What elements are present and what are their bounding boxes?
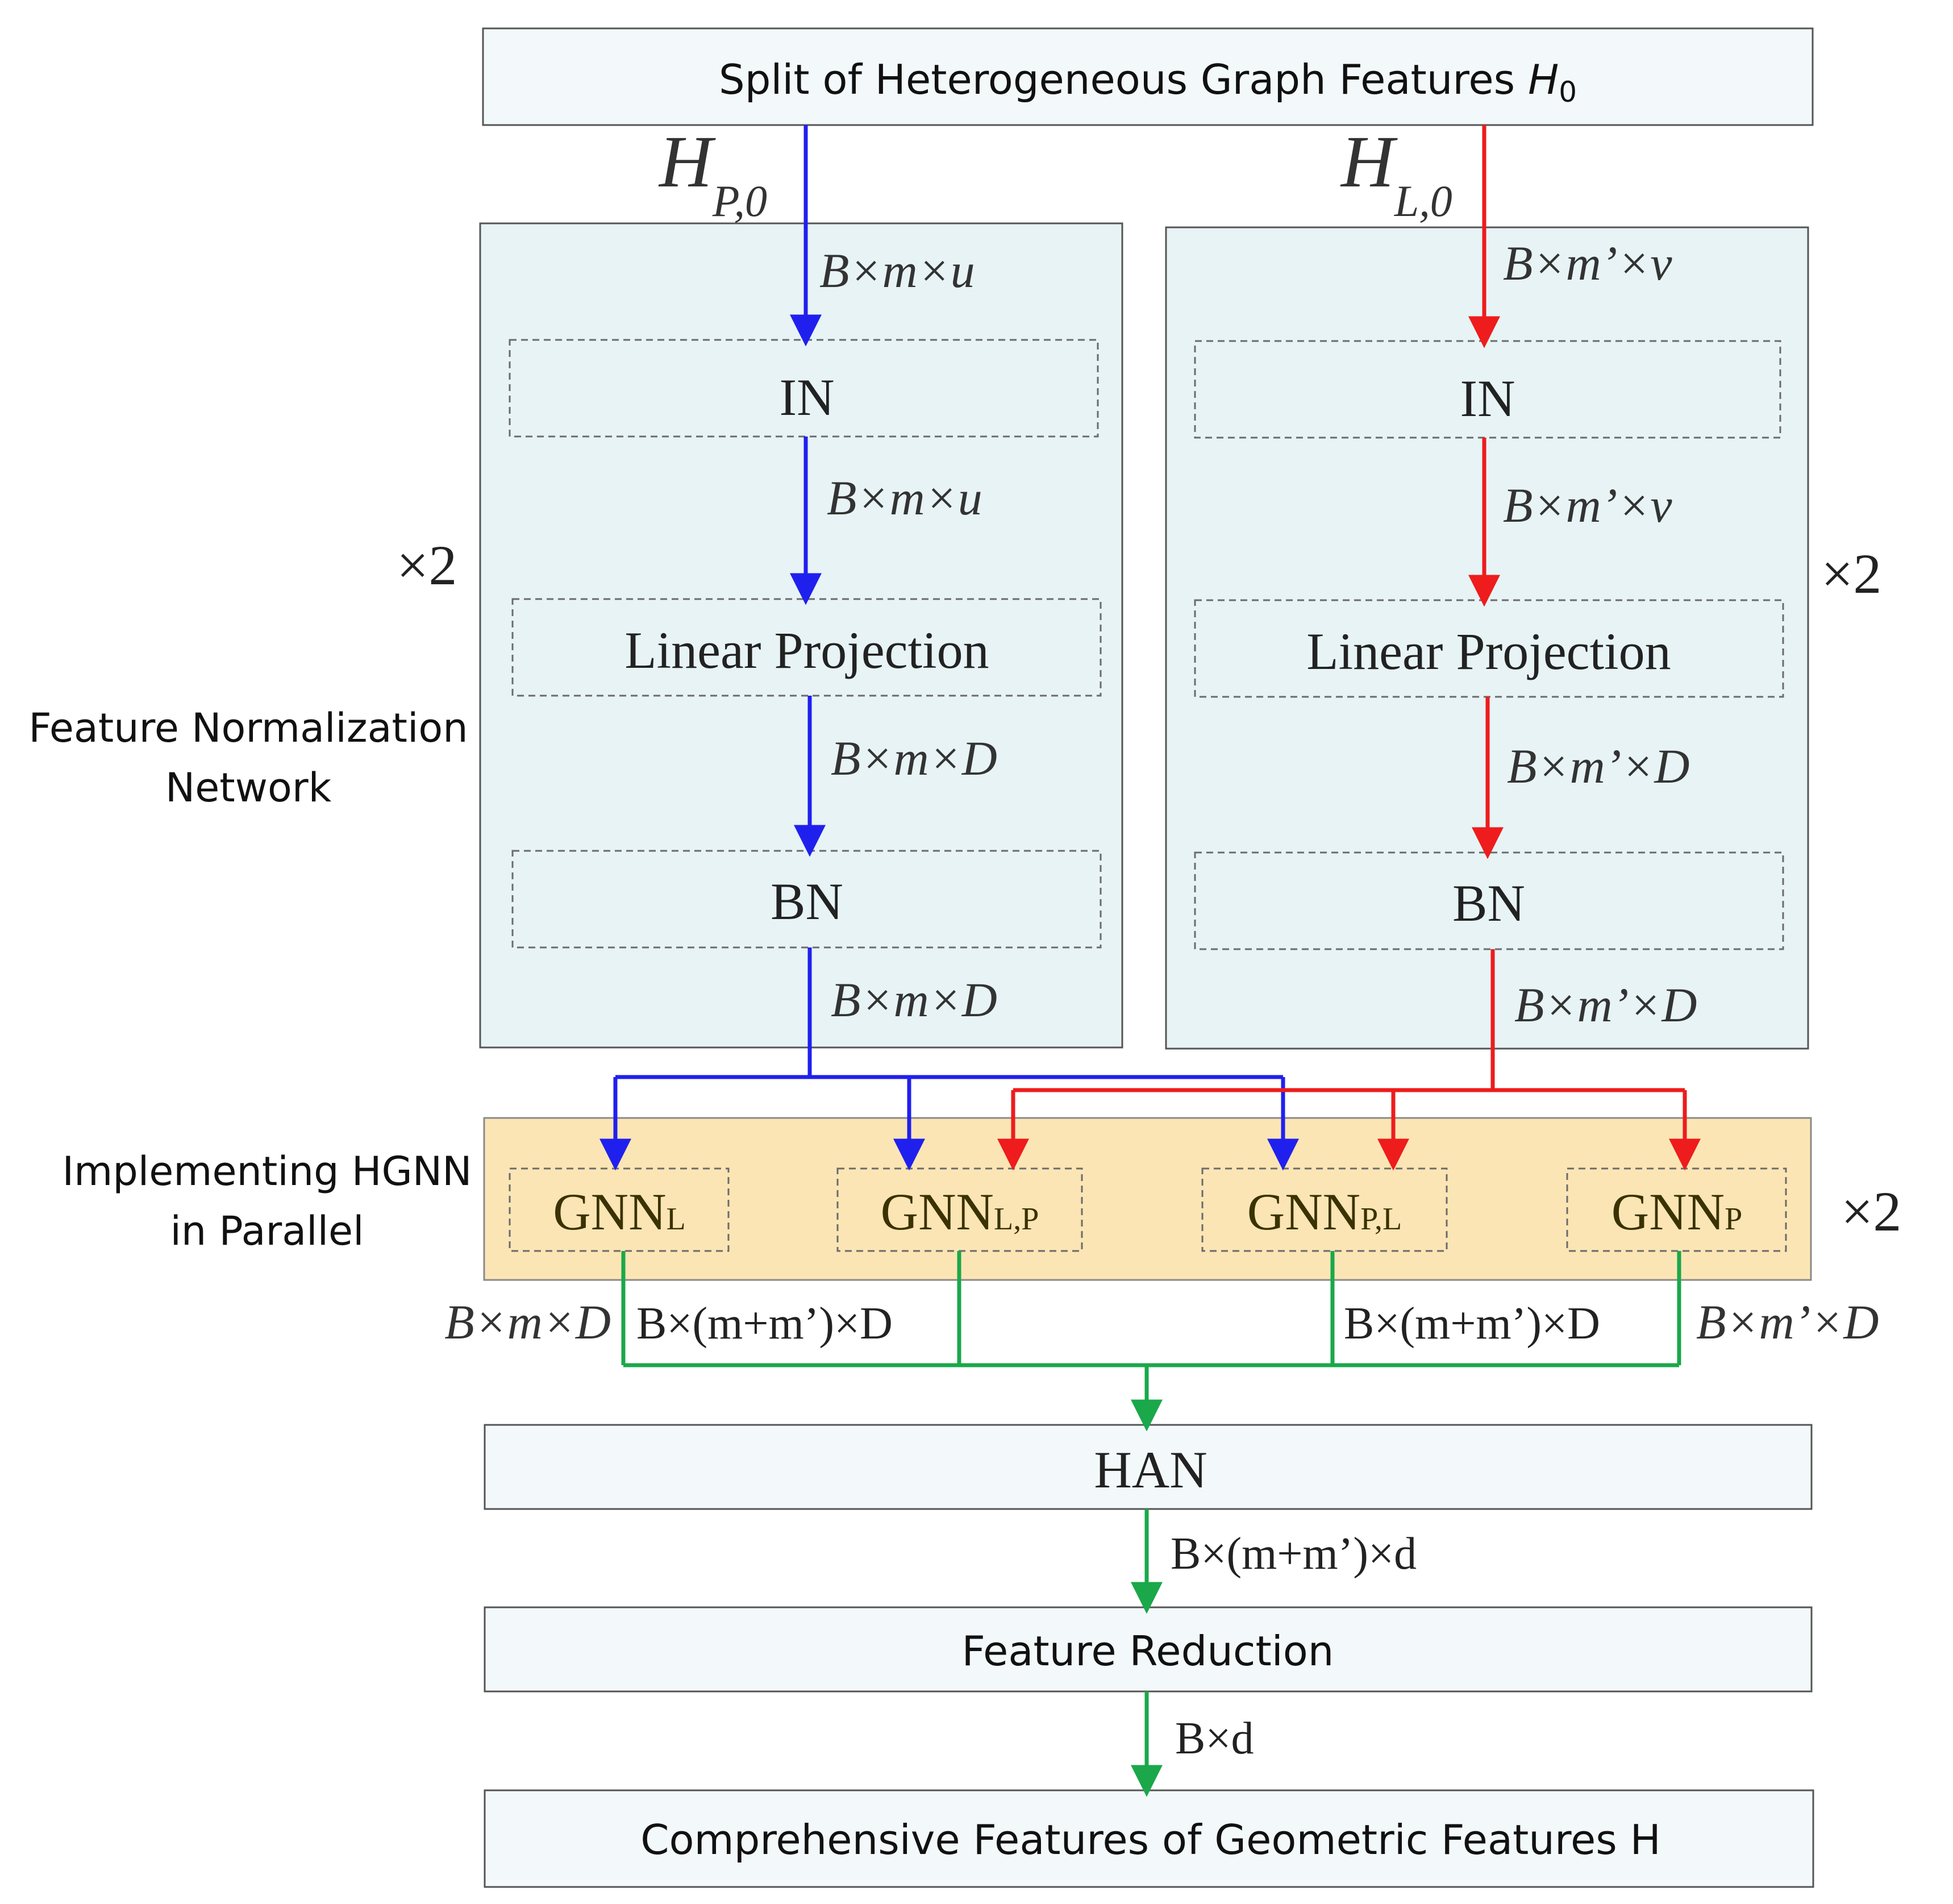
right-projection-label: Linear Projection — [1306, 622, 1671, 680]
left-repeat-label: ×2 — [397, 534, 457, 597]
gnn-pl-output-dims: B×(m+m’)×D — [1344, 1299, 1600, 1349]
right-bn-box — [1194, 851, 1784, 950]
gnn-pl-box — [1201, 1167, 1448, 1252]
gnn-l-label: GNNL — [553, 1183, 686, 1241]
feature-normalization-label-line1: Feature Normalization — [28, 705, 468, 751]
right-dims-after-projection: B×m’×D — [1507, 739, 1689, 793]
gnn-p-box — [1566, 1167, 1787, 1252]
right-repeat-label: ×2 — [1821, 542, 1881, 605]
hgnn-label-line1: Implementing HGNN — [63, 1148, 472, 1195]
gnn-pl-label: GNNP,L — [1247, 1183, 1402, 1241]
gnn-lp-label: GNNL,P — [881, 1183, 1039, 1241]
han-output-dims: B×(m+m’)×d — [1171, 1529, 1417, 1579]
left-bn-label: BN — [771, 872, 843, 930]
left-bn-box — [511, 850, 1102, 949]
gnn-p-output-dims: B×m’×D — [1696, 1295, 1879, 1349]
right-dims-in: B×m’×v — [1503, 236, 1672, 290]
left-dims-out: B×m×D — [831, 972, 997, 1027]
final-features-box — [484, 1789, 1814, 1888]
hgnn-label-line2: in Parallel — [170, 1208, 364, 1254]
feature-reduction-label: Feature Reduction — [962, 1627, 1334, 1675]
han-label: HAN — [1094, 1441, 1207, 1499]
left-projection-box — [511, 598, 1102, 697]
split-features-label: Split of Heterogeneous Graph Features H0 — [719, 56, 1577, 109]
hgnn-panel — [483, 1117, 1812, 1281]
right-dims-after-in: B×m’×v — [1503, 478, 1672, 533]
left-projection-label: Linear Projection — [624, 621, 989, 679]
left-normalization-panel — [479, 222, 1123, 1049]
left-dims-after-in: B×m×u — [827, 471, 982, 525]
gnn-p-label: GNNP — [1611, 1183, 1742, 1241]
left-dims-after-projection: B×m×D — [831, 731, 997, 785]
gnn-l-box — [509, 1167, 730, 1252]
left-in-label: IN — [779, 368, 834, 426]
reduction-output-dims: B×d — [1175, 1714, 1254, 1764]
left-input-variable: HP,0 — [658, 121, 767, 226]
right-dims-out: B×m’×D — [1514, 978, 1697, 1032]
left-dims-in: B×m×u — [819, 243, 975, 298]
gnn-l-output-dims: B×m×D — [444, 1295, 611, 1349]
final-features-label: Comprehensive Features of Geometric Feat… — [640, 1816, 1661, 1864]
gnn-lp-output-dims: B×(m+m’)×D — [636, 1299, 893, 1349]
hgnn-repeat-label: ×2 — [1841, 1180, 1901, 1243]
right-normalization-panel — [1165, 226, 1809, 1050]
right-bn-label: BN — [1452, 874, 1525, 932]
right-in-label: IN — [1460, 369, 1515, 427]
split-features-box — [482, 27, 1814, 126]
feature-normalization-label-line2: Network — [165, 764, 332, 811]
right-input-variable: HL,0 — [1340, 121, 1452, 226]
